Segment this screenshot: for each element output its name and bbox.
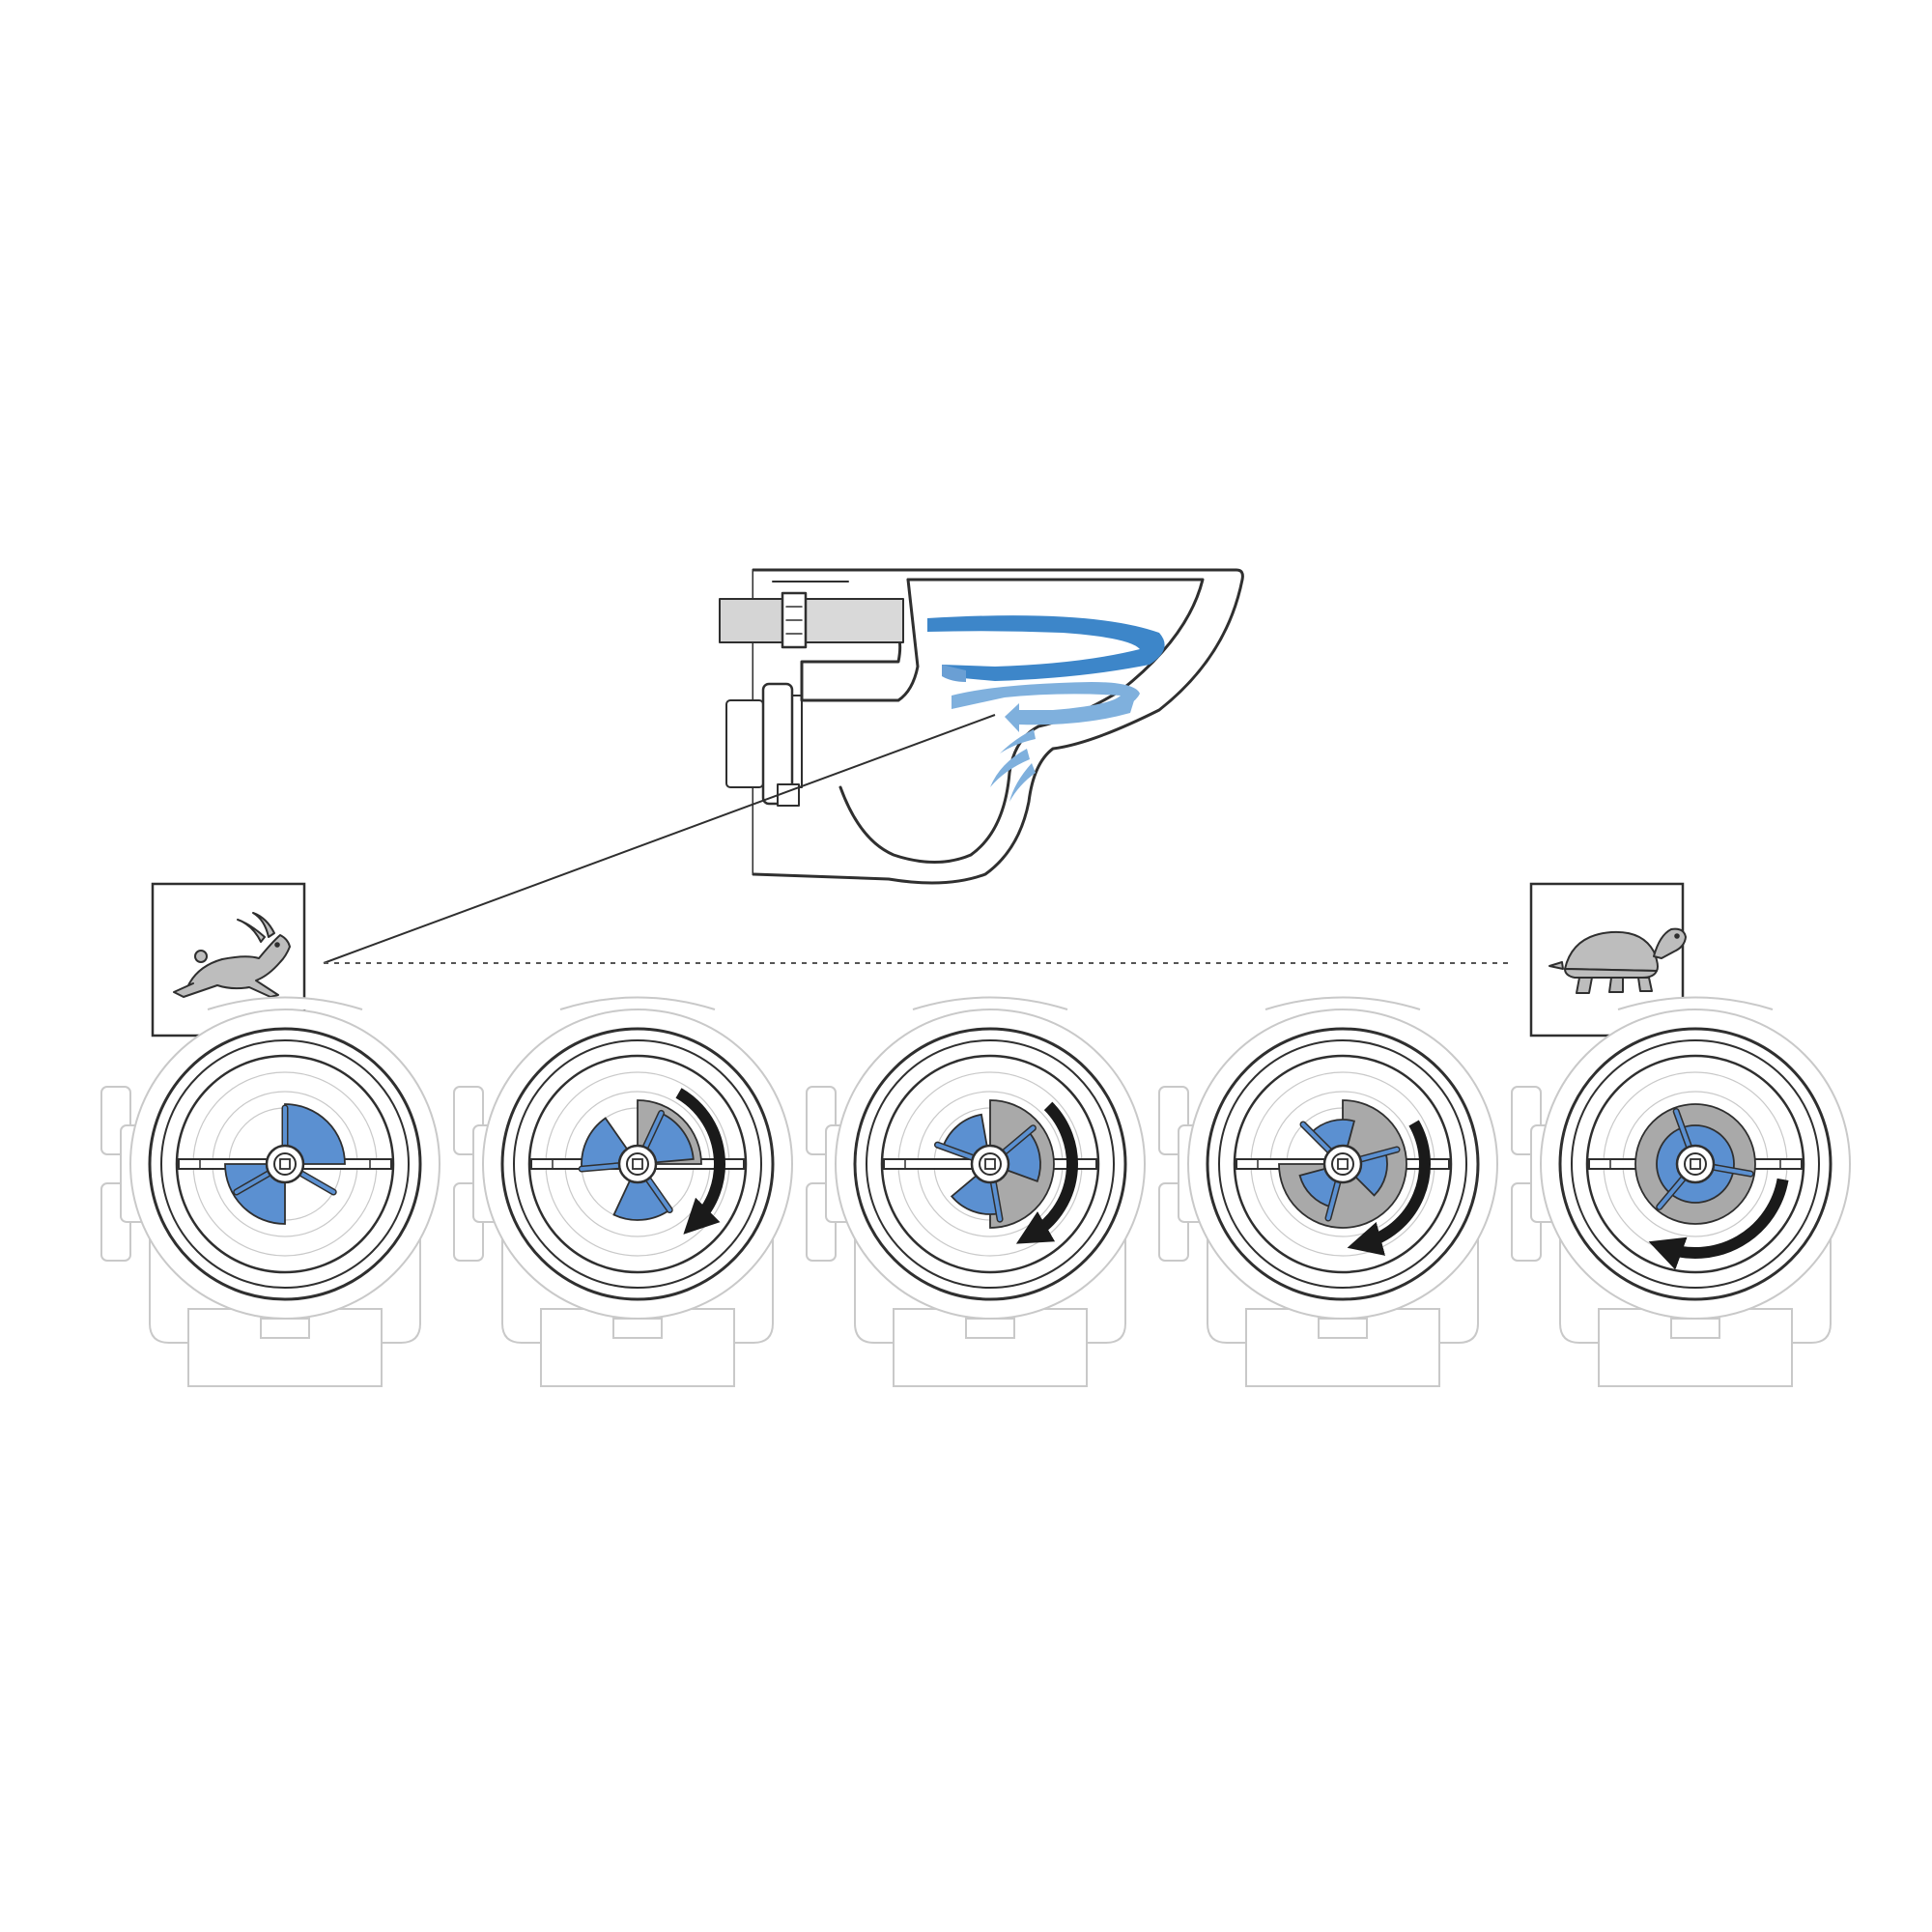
rotation-arrow xyxy=(1347,1120,1431,1256)
valve-setting-2 xyxy=(453,996,793,1387)
valve-hub xyxy=(970,1144,1010,1184)
slow-speed-box xyxy=(1529,882,1687,1037)
valve-hub xyxy=(265,1144,305,1184)
valve-setting-5 xyxy=(1511,996,1851,1387)
rabbit-icon xyxy=(173,912,291,998)
valve-hub xyxy=(1675,1144,1716,1184)
toilet-cross-section xyxy=(719,568,1244,885)
valve-hub xyxy=(1322,1144,1363,1184)
rotation-arrow xyxy=(1015,1101,1078,1244)
valve-setting-3 xyxy=(806,996,1146,1387)
turtle-icon xyxy=(1548,927,1687,994)
leader-line-solid xyxy=(323,714,996,964)
rotation-arrow xyxy=(1648,1178,1789,1270)
valve-blades xyxy=(224,1103,346,1225)
fast-speed-box xyxy=(151,882,306,1037)
water-swirl xyxy=(927,615,1165,802)
valve-row xyxy=(100,996,1851,1387)
valve-hub xyxy=(617,1144,658,1184)
rotation-arrow xyxy=(675,1088,725,1235)
valve-setting-1 xyxy=(100,996,440,1387)
valve-setting-4 xyxy=(1158,996,1498,1387)
